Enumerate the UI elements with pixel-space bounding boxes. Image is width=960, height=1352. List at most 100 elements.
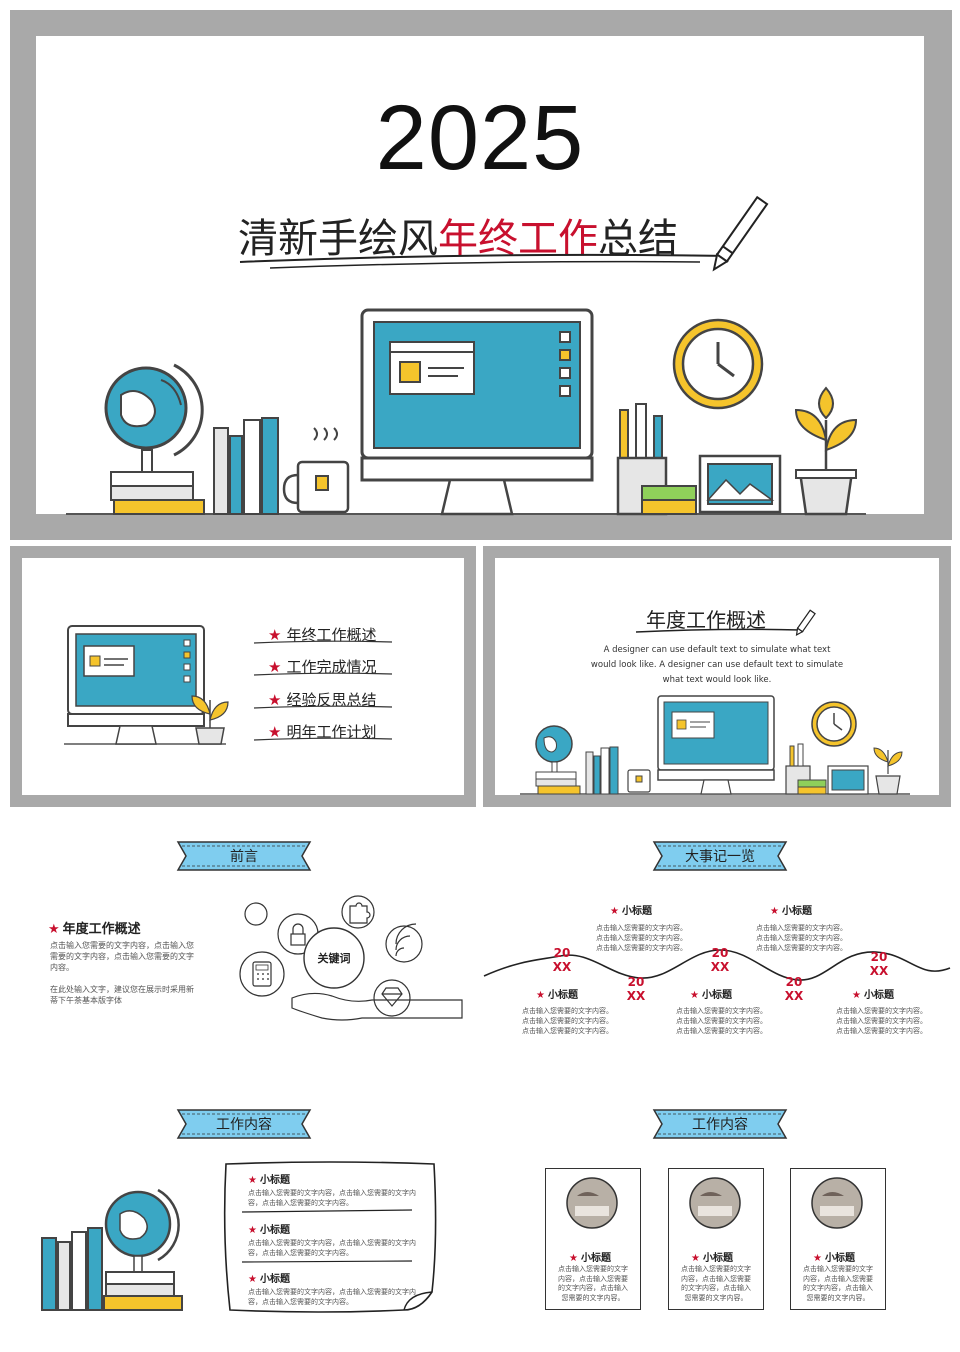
- books-icon: [213, 417, 279, 515]
- mug-icon: [627, 769, 651, 793]
- work-card-title: ★小标题: [569, 1249, 611, 1264]
- preface-text-line: 需要的文字内容，点击输入您需要的文字: [50, 952, 194, 961]
- preface-paragraph: 点击输入您需要的文字内容，点击输入您 需要的文字内容，点击输入您需要的文字 内容…: [50, 940, 220, 973]
- toc-item-label: 工作完成情况: [286, 658, 377, 676]
- work-card-title: ★小标题: [691, 1249, 733, 1264]
- work-card-text-line: 内容，点击输入您需要: [803, 1274, 873, 1283]
- star-icon: ★: [770, 906, 779, 917]
- plant-icon: [191, 695, 229, 745]
- event-item-text: 点击输入您需要的文字内容。 点击输入您需要的文字内容。 点击输入您需要的文字内容…: [836, 1006, 927, 1036]
- plant-icon: [794, 386, 858, 516]
- event-text-line: 点击输入您需要的文字内容。: [756, 924, 847, 932]
- work-card-text: 点击输入您需要的文字 内容，点击输入您需要 的文字内容，点击输入 您需要的文字内…: [550, 1265, 636, 1303]
- preface-keyword-illustration: [239, 895, 463, 1021]
- work-right-ribbon-label: 工作内容: [692, 1117, 748, 1133]
- events-ribbon-label: 大事记一览: [685, 849, 755, 865]
- work-left-item-text: 点击输入您需要的文字内容，点击输入您需要的文字内 容，点击输入您需要的文字内容。: [248, 1287, 416, 1307]
- work-left-text-line: 容，点击输入您需要的文字内容。: [248, 1298, 353, 1306]
- star-icon: ★: [248, 1225, 257, 1236]
- event-item-title: ★小标题: [770, 902, 812, 917]
- event-item-title: ★小标题: [852, 986, 894, 1001]
- work-card-text-line: 您需要的文字内容。: [684, 1293, 748, 1302]
- star-icon: ★: [610, 906, 619, 917]
- toc-item[interactable]: ★经验反思总结: [268, 689, 376, 710]
- work-card-subtitle: 小标题: [702, 1253, 733, 1264]
- event-item-title: ★小标题: [690, 986, 732, 1001]
- event-item-text: 点击输入您需要的文字内容。 点击输入您需要的文字内容。 点击输入您需要的文字内容…: [596, 923, 687, 953]
- pencil-cup-icon: [785, 743, 827, 795]
- work-left-subtitle: 小标题: [259, 1175, 290, 1186]
- toc-item[interactable]: ★工作完成情况: [268, 656, 376, 677]
- preface-text-line: 蒂下午茶基本版字体: [50, 996, 122, 1005]
- pencil-icon: [712, 195, 769, 272]
- work-card-text-line: 您需要的文字内容。: [806, 1293, 870, 1302]
- events-ribbon: [652, 841, 788, 871]
- work-left-text-line: 容，点击输入您需要的文字内容。: [248, 1249, 353, 1257]
- star-icon: ★: [268, 658, 282, 676]
- event-subtitle: 小标题: [863, 990, 894, 1001]
- toc-monitor-illustration: [64, 625, 229, 745]
- star-icon: ★: [268, 626, 282, 644]
- globe-icon: [103, 1188, 183, 1311]
- work-card-text-line: 的文字内容，点击输入: [681, 1284, 751, 1292]
- event-year-top: 20: [553, 946, 571, 960]
- event-text-line: 点击输入您需要的文字内容。: [676, 1017, 767, 1025]
- cover-desk-illustration: [66, 308, 866, 516]
- work-card-text-line: 内容，点击输入您需要: [681, 1274, 751, 1283]
- event-text-line: 点击输入您需要的文字内容。: [522, 1027, 613, 1035]
- overview-title: 年度工作概述: [646, 608, 766, 632]
- monitor-icon: [360, 308, 594, 516]
- picture-frame-icon: [698, 454, 782, 514]
- work-card-subtitle: 小标题: [580, 1253, 611, 1264]
- work-card-text-line: 的文字内容，点击输入: [803, 1284, 873, 1292]
- event-year-bottom: XX: [626, 989, 646, 1003]
- overview-desc-line: A designer can use default text to simul…: [603, 645, 831, 655]
- event-year-bottom: XX: [784, 989, 804, 1003]
- event-year-bottom: XX: [869, 964, 889, 978]
- work-left-ribbon-label: 工作内容: [216, 1117, 272, 1133]
- work-card-text-line: 内容，点击输入您需要: [558, 1274, 628, 1283]
- pencil-icon: [795, 609, 816, 637]
- star-icon: ★: [48, 922, 60, 937]
- toc-underlines: [253, 640, 393, 741]
- event-item-title: ★小标题: [536, 986, 578, 1001]
- work-left-item-text: 点击输入您需要的文字内容，点击输入您需要的文字内 容，点击输入您需要的文字内容。: [248, 1188, 416, 1208]
- work-left-text-line: 点击输入您需要的文字内容，点击输入您需要的文字内: [248, 1239, 416, 1247]
- overview-description: A designer can use default text to simul…: [560, 643, 874, 688]
- work-card-text-line: 点击输入您需要的文字: [803, 1265, 873, 1273]
- preface-ribbon-label: 前言: [230, 849, 258, 865]
- cover-year: 2025: [375, 87, 585, 189]
- work-left-item-text: 点击输入您需要的文字内容，点击输入您需要的文字内 容，点击输入您需要的文字内容。: [248, 1238, 416, 1258]
- event-item-text: 点击输入您需要的文字内容。 点击输入您需要的文字内容。 点击输入您需要的文字内容…: [676, 1006, 767, 1036]
- star-icon: ★: [268, 691, 282, 709]
- globe-icon: [104, 363, 205, 515]
- event-item-title: ★小标题: [610, 902, 652, 917]
- work-card-photo: [689, 1177, 741, 1229]
- overview-desc-line: what text would look like.: [662, 675, 772, 685]
- picture-frame-icon: [827, 765, 869, 795]
- toc-item-label: 明年工作计划: [286, 723, 377, 741]
- keyword-label: 关键词: [317, 952, 351, 965]
- toc-item[interactable]: ★明年工作计划: [268, 721, 376, 742]
- event-text-line: 点击输入您需要的文字内容。: [676, 1007, 767, 1015]
- work-card-text: 点击输入您需要的文字 内容，点击输入您需要 的文字内容，点击输入 您需要的文字内…: [673, 1265, 759, 1303]
- overview-desk-illustration: [520, 695, 910, 795]
- event-year-top: 20: [870, 950, 888, 964]
- event-text-line: 点击输入您需要的文字内容。: [596, 934, 687, 942]
- puzzle-icon: [341, 895, 375, 929]
- toc-item[interactable]: ★年终工作概述: [268, 624, 376, 645]
- clock-icon: [672, 318, 764, 410]
- preface-text-line: 点击输入您需要的文字内容，点击输入您: [50, 941, 194, 950]
- work-card-text-line: 的文字内容，点击输入: [558, 1284, 628, 1292]
- events-timeline-wave: [483, 949, 951, 981]
- star-icon: ★: [691, 1253, 700, 1264]
- event-text-line: 点击输入您需要的文字内容。: [836, 1007, 927, 1015]
- hand-icon: [291, 992, 463, 1021]
- event-year-bottom: XX: [552, 960, 572, 974]
- event-subtitle: 小标题: [781, 906, 812, 917]
- work-card-text: 点击输入您需要的文字 内容，点击输入您需要 的文字内容，点击输入 您需要的文字内…: [795, 1265, 881, 1303]
- work-card-text-line: 点击输入您需要的文字: [681, 1265, 751, 1273]
